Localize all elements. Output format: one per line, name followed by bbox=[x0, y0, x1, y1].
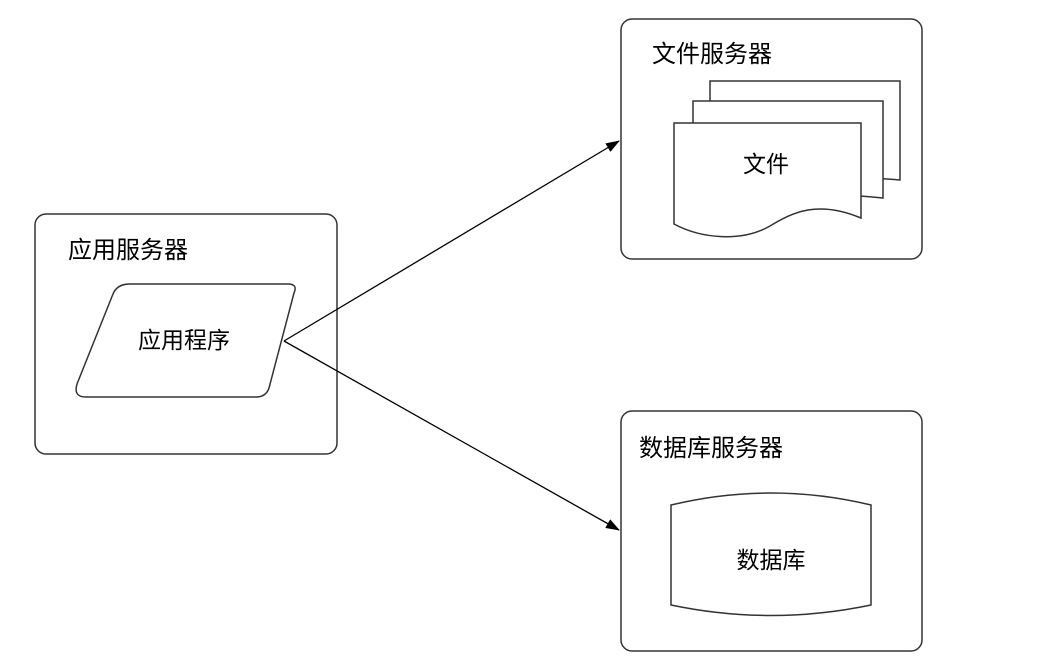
db-server-node[interactable]: 数据库服务器 数据库 bbox=[620, 410, 923, 652]
app-program-node[interactable]: 应用程序 bbox=[75, 283, 296, 398]
app-server-title: 应用服务器 bbox=[68, 236, 188, 264]
database-node[interactable]: 数据库 bbox=[670, 492, 872, 617]
database-shape bbox=[670, 492, 872, 617]
app-program-shape bbox=[75, 283, 296, 398]
database-label: 数据库 bbox=[737, 548, 806, 574]
db-server-title: 数据库服务器 bbox=[639, 434, 783, 462]
app-server-node[interactable]: 应用服务器 应用程序 bbox=[34, 213, 338, 455]
file-label: 文件 bbox=[743, 152, 789, 178]
arrow-to-file-server bbox=[283, 140, 620, 342]
file-stack[interactable]: 文件 bbox=[673, 80, 901, 238]
file-server-node[interactable]: 文件服务器 文件 bbox=[620, 18, 923, 260]
arrow-to-db-server bbox=[283, 340, 620, 531]
file-server-title: 文件服务器 bbox=[652, 40, 772, 68]
file-sheet-front bbox=[673, 122, 862, 238]
app-program-label: 应用程序 bbox=[138, 328, 230, 354]
